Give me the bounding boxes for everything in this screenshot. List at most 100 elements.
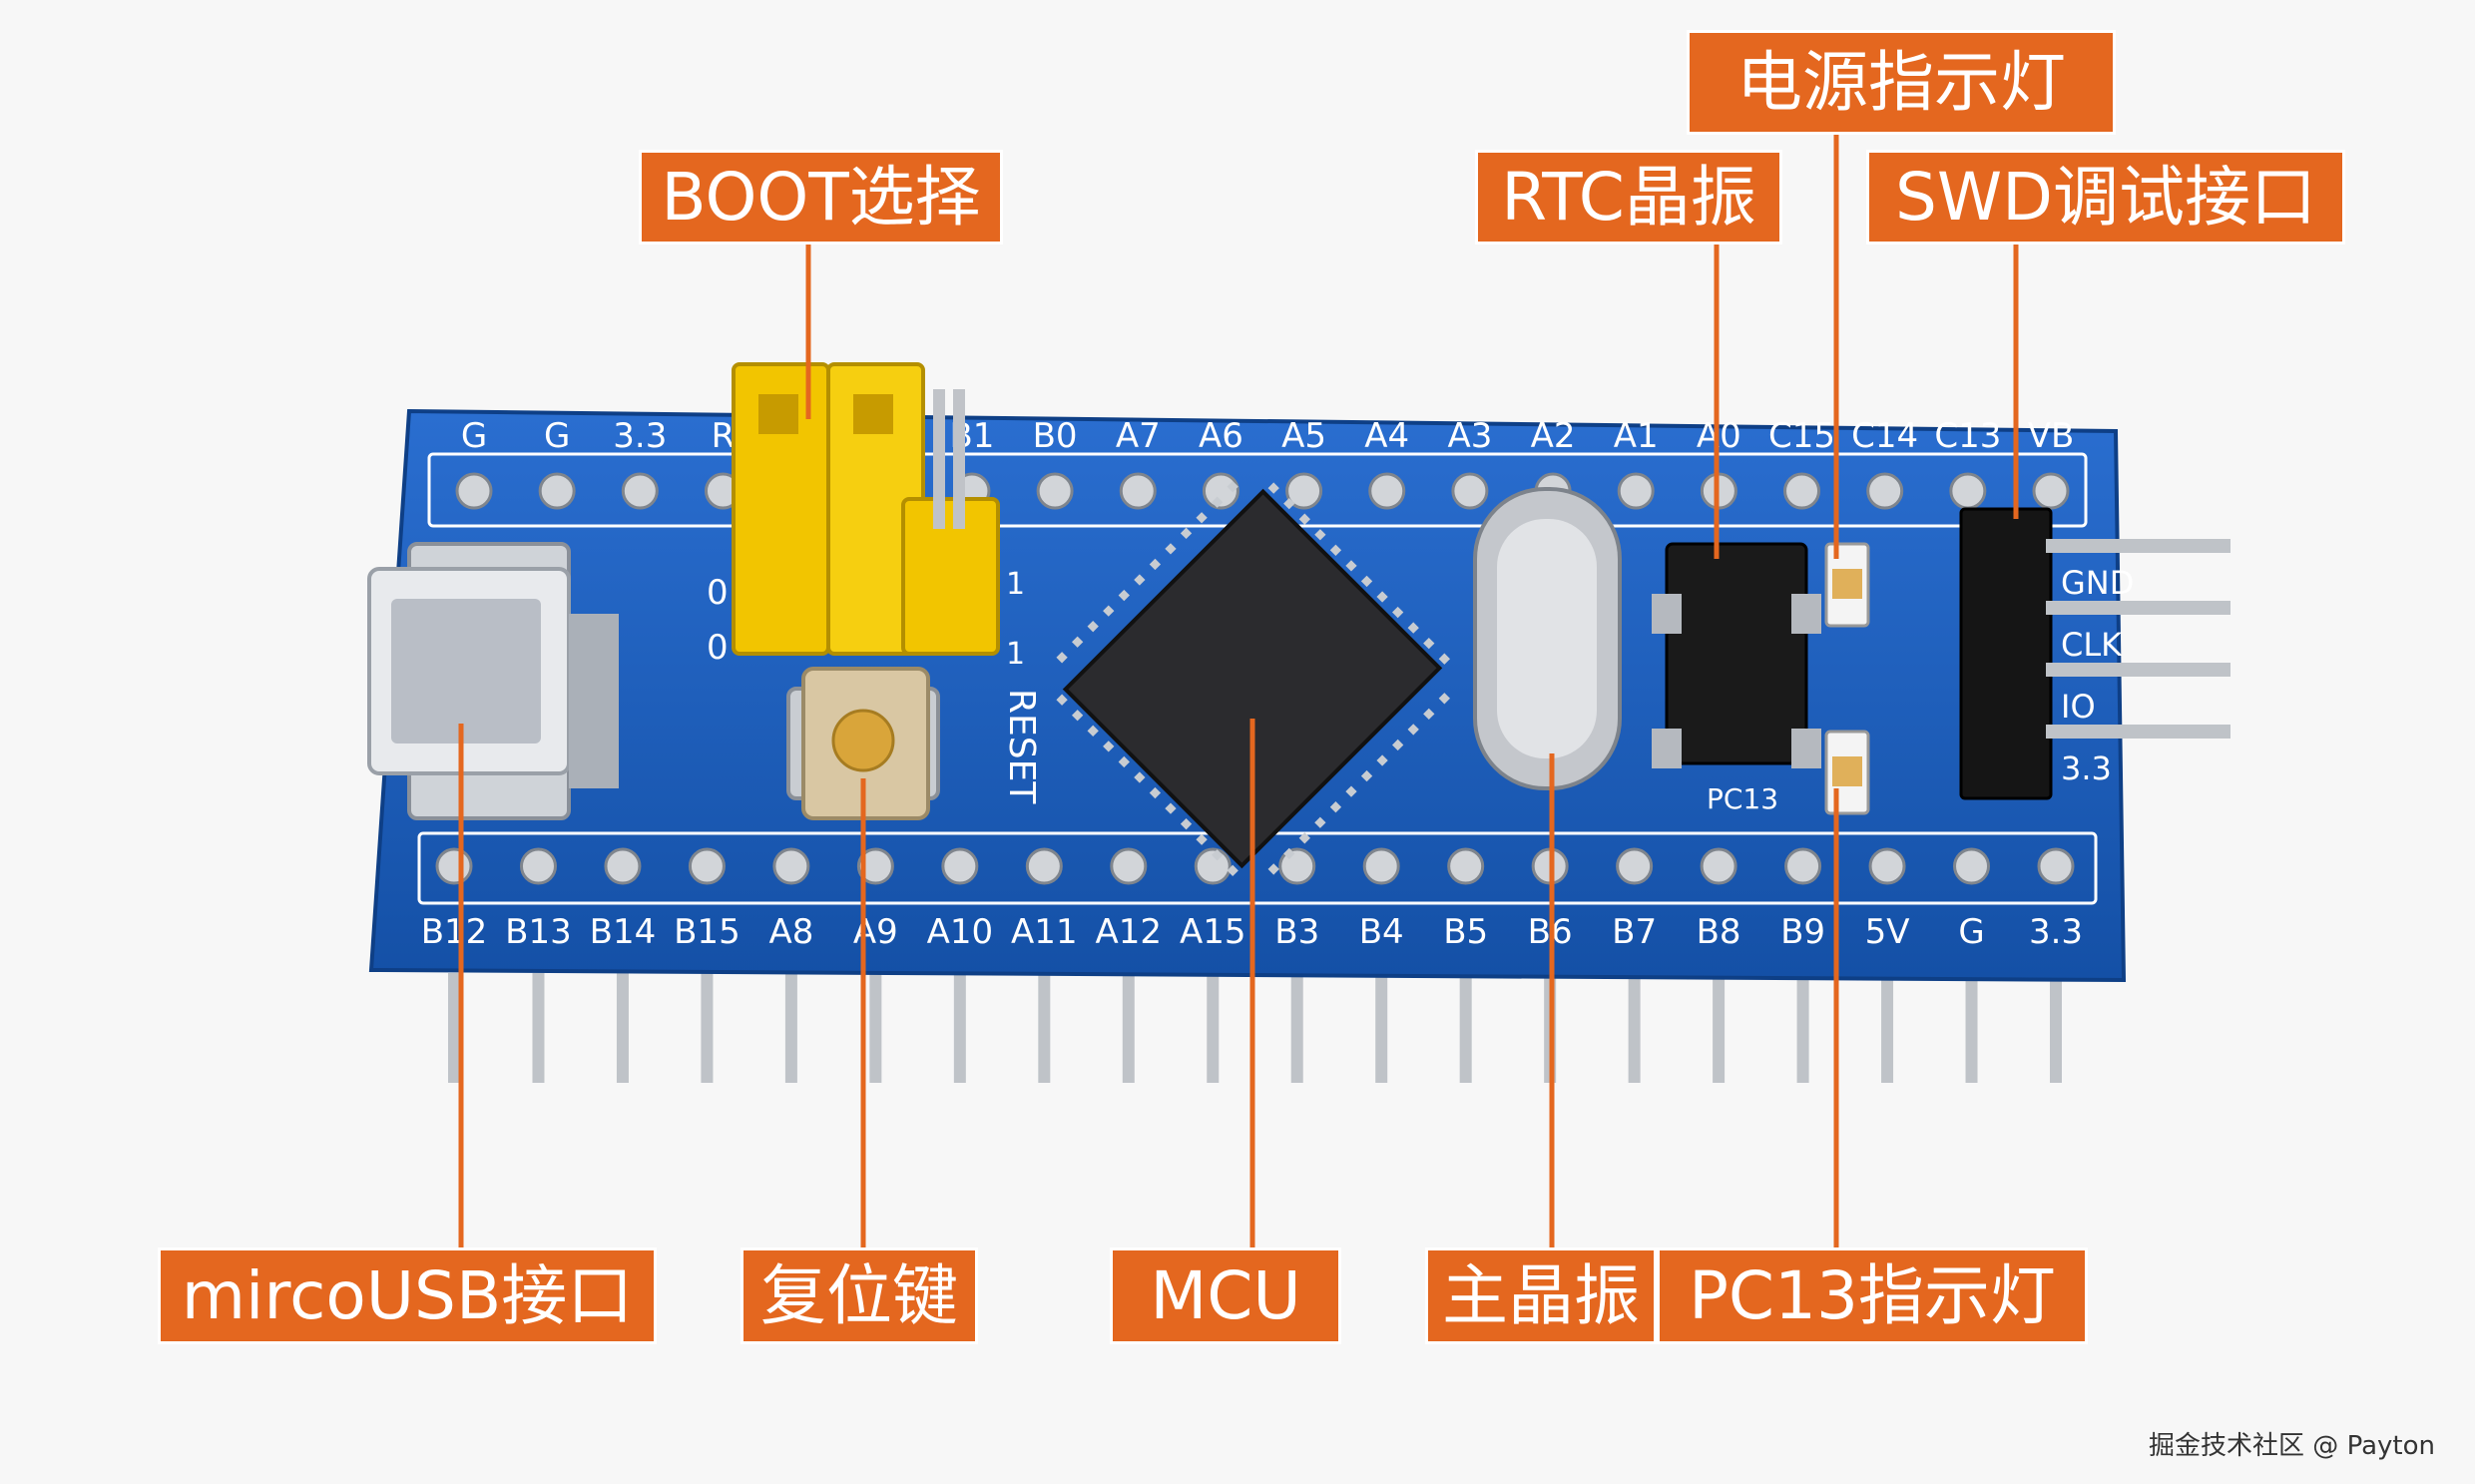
- mcu-pin: [1438, 653, 1450, 665]
- under-pin: [1628, 973, 1641, 1083]
- mcu-pin: [1118, 755, 1130, 768]
- mcu-pin: [1196, 512, 1208, 524]
- bottom-pin: [856, 847, 894, 885]
- top-pin-label: C13: [1934, 416, 2001, 456]
- under-pin: [616, 973, 629, 1083]
- swd-label: CLK: [2061, 626, 2123, 664]
- bottom-pin: [1110, 847, 1148, 885]
- boot-silk-1a: 1: [1006, 567, 1025, 602]
- bottom-pin-label: B4: [1359, 912, 1404, 952]
- mcu-pin: [1360, 575, 1373, 588]
- bottom-pin: [1953, 847, 1991, 885]
- callout-rtc-crystal: RTC晶振: [1475, 150, 1782, 245]
- bottom-pin-label: 5V: [1865, 912, 1910, 952]
- mcu-pin: [1103, 741, 1115, 752]
- top-pin: [1617, 472, 1655, 510]
- header-pins-under: [448, 973, 2062, 1083]
- top-pin-label: 3.3: [613, 416, 667, 456]
- under-pin: [1038, 973, 1051, 1083]
- under-pin: [2050, 973, 2062, 1083]
- power-led: [1824, 542, 1870, 628]
- mcu-pin: [1283, 497, 1295, 510]
- bottom-pin-label: 3.3: [2029, 912, 2083, 952]
- mcu-pin: [1423, 637, 1435, 650]
- top-pin: [1202, 472, 1239, 510]
- top-pin: [1783, 472, 1821, 510]
- mcu-pin: [1423, 708, 1435, 721]
- mcu-pin: [1118, 589, 1130, 602]
- under-pin: [1965, 973, 1978, 1083]
- top-pin: [621, 472, 659, 510]
- top-pin: [538, 472, 576, 510]
- top-pin: [1285, 472, 1323, 510]
- watermark: 掘金技术社区 @ Payton: [2149, 1431, 2435, 1461]
- mcu-pin: [1392, 739, 1404, 751]
- top-pin-label: A1: [1614, 416, 1659, 456]
- rtc-crystal: [1652, 542, 1821, 768]
- under-pin: [701, 973, 714, 1083]
- boot-silk-0a: 0: [707, 573, 729, 613]
- boot-jumpers: [732, 362, 1000, 656]
- mcu-pin: [1314, 816, 1326, 828]
- bottom-pin: [2037, 847, 2075, 885]
- pc13-silk: PC13: [1707, 782, 1778, 815]
- mcu-pin: [1165, 543, 1177, 555]
- under-pin: [1796, 973, 1809, 1083]
- under-pin: [1290, 973, 1303, 1083]
- bottom-pin-label: B5: [1443, 912, 1488, 952]
- callout-main-crystal: 主晶振: [1425, 1247, 1657, 1344]
- top-pin: [1368, 472, 1406, 510]
- bottom-pin: [1700, 847, 1737, 885]
- mcu-pin: [1087, 621, 1099, 633]
- boot-silk-1b: 1: [1006, 637, 1025, 672]
- bottom-pin: [1447, 847, 1485, 885]
- top-pin-label: VB: [2028, 416, 2075, 456]
- bottom-pin-label: A11: [1011, 912, 1078, 952]
- mcu-pin: [1345, 785, 1357, 797]
- bottom-pin-label: A10: [927, 912, 994, 952]
- mcu-pin: [1267, 482, 1279, 494]
- under-pin: [869, 973, 882, 1083]
- mcu-chip: [1056, 481, 1450, 876]
- mcu-pin: [1211, 849, 1224, 861]
- bottom-pin: [1025, 847, 1063, 885]
- top-pin-label: R: [712, 416, 736, 456]
- mcu-pin: [1071, 710, 1084, 722]
- reset-silk: RESET: [1001, 689, 1042, 804]
- main-crystal: [1473, 487, 1622, 790]
- top-pin-label: G: [544, 416, 570, 456]
- top-pin: [1866, 472, 1904, 510]
- bottom-pin-label: B7: [1612, 912, 1657, 952]
- under-pin: [1375, 973, 1388, 1083]
- callout-pc13-led: PC13指示灯: [1657, 1247, 2088, 1344]
- top-pin-label: A5: [1281, 416, 1326, 456]
- boot-silk-0b: 0: [707, 628, 729, 668]
- mcu-pin: [1329, 544, 1342, 556]
- top-pin-label: A6: [1199, 416, 1243, 456]
- bottom-pin: [1194, 847, 1232, 885]
- mcu-pin: [1314, 529, 1326, 541]
- bottom-pin: [1868, 847, 1906, 885]
- swd-label: GND: [2061, 564, 2134, 602]
- top-pin-label: A3: [1447, 416, 1492, 456]
- mcu-pin: [1149, 558, 1162, 571]
- bottom-pin: [1362, 847, 1400, 885]
- under-pin: [1207, 973, 1220, 1083]
- under-pin: [784, 973, 797, 1083]
- under-pin: [953, 973, 966, 1083]
- bottom-pin-label: A9: [853, 912, 898, 952]
- pc13-led: [1824, 730, 1870, 815]
- top-header-pins: [455, 472, 2070, 510]
- mcu-pin: [1267, 863, 1279, 875]
- bottom-pin: [941, 847, 979, 885]
- callout-micro-usb: mircoUSB接口: [158, 1247, 657, 1344]
- bottom-pin-label: G: [1958, 912, 1984, 952]
- micro-usb-connector: [367, 542, 619, 820]
- bottom-pin-label: A12: [1096, 912, 1163, 952]
- mcu-pin: [1180, 818, 1193, 830]
- mcu-pin: [1329, 801, 1342, 813]
- top-pin: [455, 472, 493, 510]
- callout-swd-port: SWD调试接口: [1866, 150, 2345, 245]
- swd-label: IO: [2061, 688, 2096, 726]
